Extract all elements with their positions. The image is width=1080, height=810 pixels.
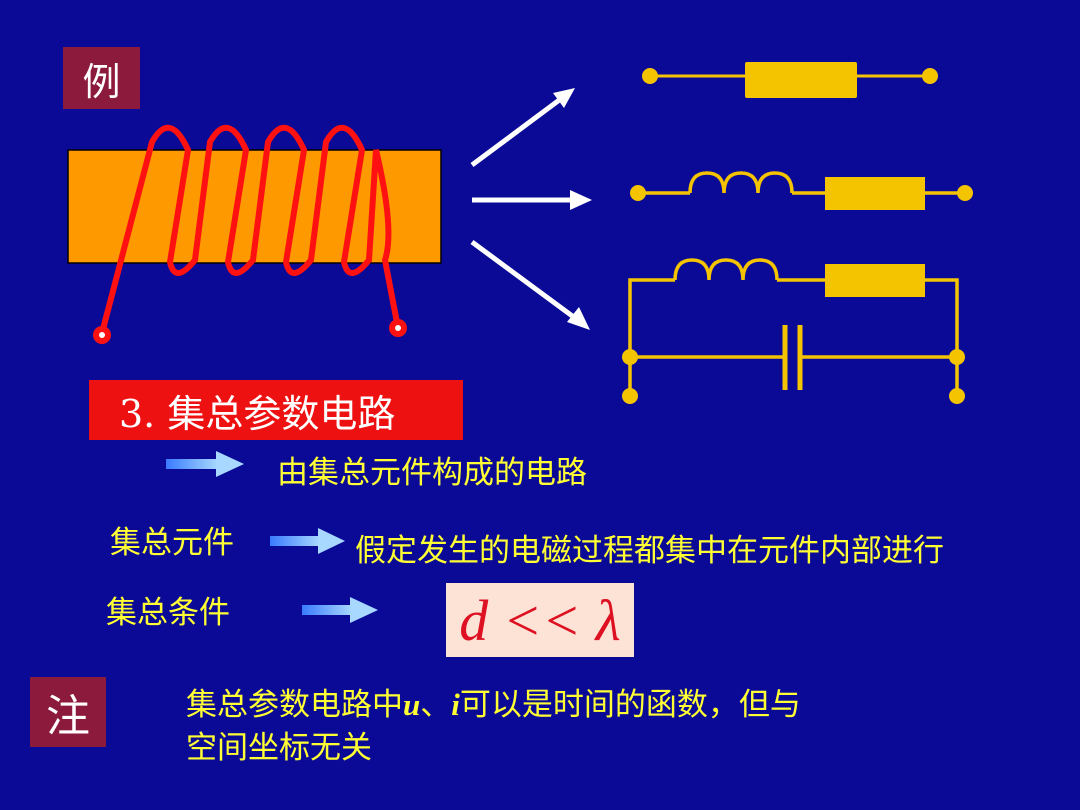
- circuit-rlc: [622, 258, 965, 404]
- note-label: 注: [30, 677, 106, 747]
- coil-illustration: [67, 124, 442, 344]
- note-var-i: i: [451, 687, 460, 722]
- blue-arrow-2: [270, 528, 345, 554]
- note-line1-prefix: 集总参数电路中: [186, 687, 403, 723]
- lumped-condition-formula: d << λ: [446, 583, 634, 657]
- model-arrows: [470, 88, 592, 330]
- note-line1-suffix: 可以是时间的函数，但与: [459, 687, 801, 723]
- example-label: 例: [63, 47, 140, 109]
- lumped-condition-label: 集总条件: [106, 595, 230, 631]
- note-var-u: u: [403, 687, 421, 722]
- blue-arrow-3: [302, 597, 378, 623]
- note-line-1: 集总参数电路中u、i可以是时间的函数，但与: [186, 679, 801, 724]
- section-title: 3. 集总参数电路: [89, 380, 463, 440]
- lumped-element-description: 假定发生的电磁过程都集中在元件内部进行: [355, 533, 944, 569]
- blue-arrow-1: [166, 451, 244, 477]
- definition-text: 由集总元件构成的电路: [277, 455, 587, 491]
- circuit-resistor: [642, 62, 938, 98]
- note-sep: 、: [420, 687, 452, 723]
- note-line-2: 空间坐标无关: [186, 730, 372, 766]
- coil-winding: [99, 124, 401, 336]
- lumped-element-label: 集总元件: [110, 525, 234, 561]
- circuit-rl: [630, 171, 973, 210]
